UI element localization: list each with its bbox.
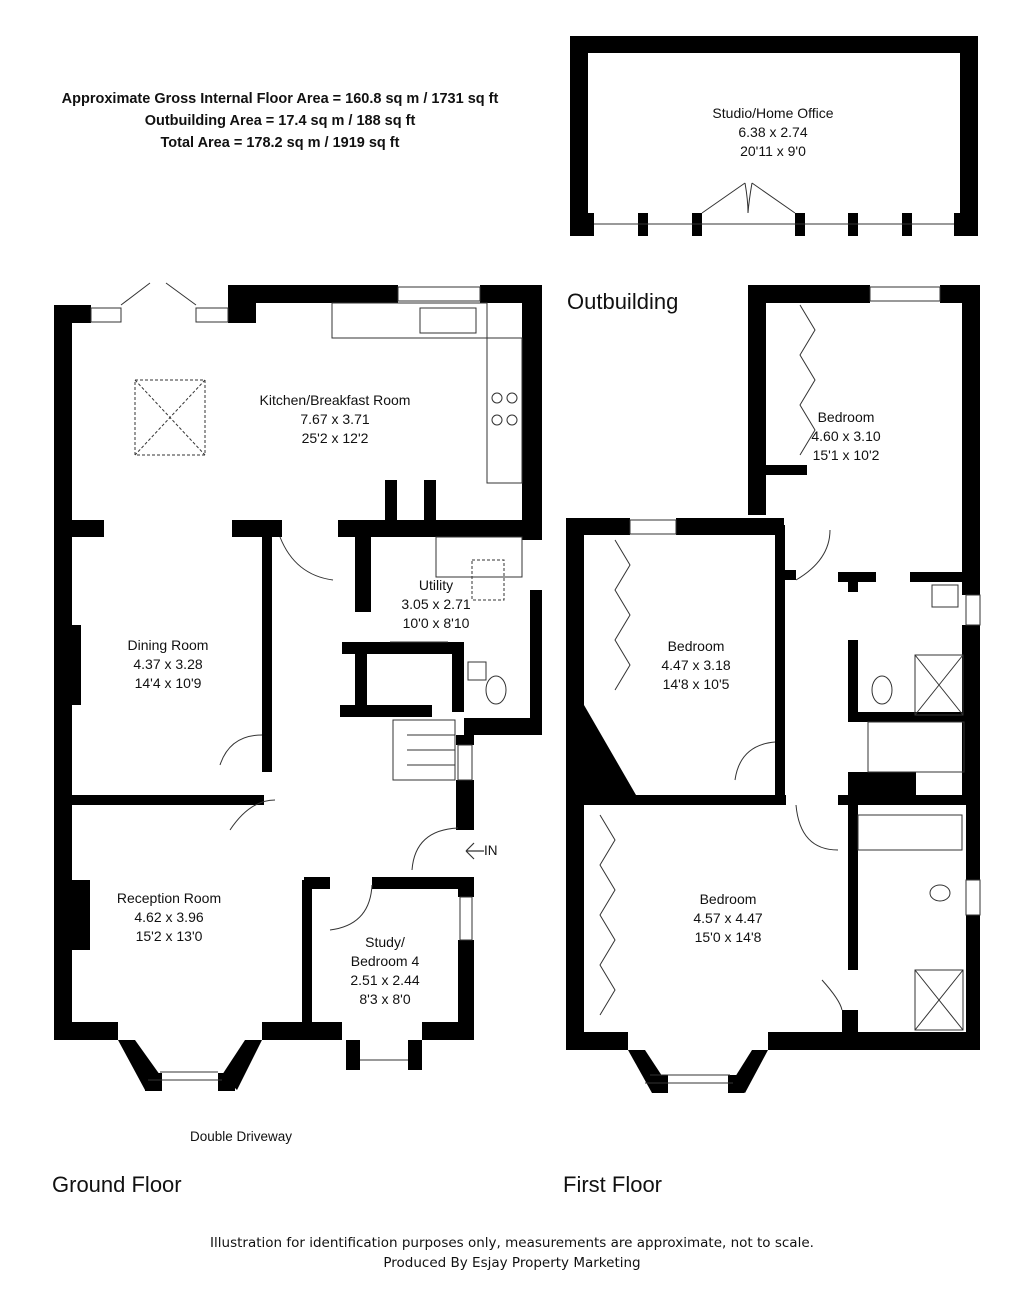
room-imperial: 15'2 x 13'0 (135, 928, 203, 944)
room-imperial: 14'8 x 10'5 (662, 676, 730, 692)
room-name: Study/ (365, 934, 405, 950)
room-name: Reception Room (116, 890, 222, 906)
entrance-arrow-icon (465, 842, 484, 860)
room-name: Bedroom (699, 891, 757, 907)
room-kitchen-label: Kitchen/Breakfast Room 7.67 x 3.71 25'2 … (260, 391, 411, 448)
room-metric: 4.62 x 3.96 (134, 909, 204, 925)
room-metric: 3.05 x 2.71 (401, 596, 471, 612)
room-name-line2: Bedroom 4 (350, 953, 420, 969)
entrance-label: IN (484, 843, 498, 858)
room-metric: 4.47 x 3.18 (661, 657, 731, 673)
area-summary: Approximate Gross Internal Floor Area = … (0, 88, 560, 154)
first-floor-title: First Floor (563, 1172, 662, 1197)
ground-floor-walls (54, 285, 542, 1091)
room-metric: 4.60 x 3.10 (811, 428, 881, 444)
room-name: Bedroom (667, 638, 725, 654)
room-imperial: 14'4 x 10'9 (134, 675, 202, 691)
room-metric: 2.51 x 2.44 (350, 972, 420, 988)
room-studio-label: Studio/Home Office 6.38 x 2.74 20'11 x 9… (712, 104, 833, 161)
outbuilding-area: Outbuilding Area = 17.4 sq m / 188 sq ft (144, 113, 416, 129)
room-metric: 6.38 x 2.74 (738, 124, 808, 140)
producer-text: Produced By Esjay Property Marketing (383, 1255, 641, 1271)
room-metric: 4.37 x 3.28 (133, 656, 203, 672)
room-metric: 7.67 x 3.71 (300, 411, 370, 427)
room-imperial: 10'0 x 8'10 (402, 615, 470, 631)
room-imperial: 15'0 x 14'8 (694, 929, 762, 945)
room-name: Utility (418, 577, 454, 593)
room-study-label: Study/ Bedroom 4 2.51 x 2.44 8'3 x 8'0 (350, 933, 419, 1009)
room-name: Bedroom (817, 409, 875, 425)
ground-floor-title: Ground Floor (52, 1172, 182, 1197)
driveway-label: Double Driveway (190, 1129, 293, 1144)
room-imperial: 25'2 x 12'2 (301, 430, 369, 446)
room-bedroom-rear-label: Bedroom 4.60 x 3.10 15'1 x 10'2 (811, 408, 880, 465)
room-bedroom-middle-label: Bedroom 4.47 x 3.18 14'8 x 10'5 (661, 637, 730, 694)
room-name: Studio/Home Office (712, 105, 834, 121)
outbuilding-title: Outbuilding (567, 289, 679, 314)
room-imperial: 8'3 x 8'0 (359, 991, 411, 1007)
room-imperial: 20'11 x 9'0 (740, 143, 806, 159)
room-imperial: 15'1 x 10'2 (812, 447, 880, 463)
room-utility-label: Utility 3.05 x 2.71 10'0 x 8'10 (401, 576, 470, 633)
room-metric: 4.57 x 4.47 (693, 910, 763, 926)
first-floor-walls (566, 285, 980, 1093)
room-dining-label: Dining Room 4.37 x 3.28 14'4 x 10'9 (128, 636, 209, 693)
room-name: Dining Room (127, 637, 209, 653)
gross-internal-area: Approximate Gross Internal Floor Area = … (61, 91, 499, 107)
room-reception-label: Reception Room 4.62 x 3.96 15'2 x 13'0 (117, 889, 221, 946)
room-bedroom-front-label: Bedroom 4.57 x 4.47 15'0 x 14'8 (693, 890, 762, 947)
disclaimer-text: Illustration for identification purposes… (210, 1235, 814, 1251)
room-name: Kitchen/Breakfast Room (259, 392, 411, 408)
total-area: Total Area = 178.2 sq m / 1919 sq ft (160, 135, 400, 151)
footer: Illustration for identification purposes… (0, 1233, 1024, 1273)
